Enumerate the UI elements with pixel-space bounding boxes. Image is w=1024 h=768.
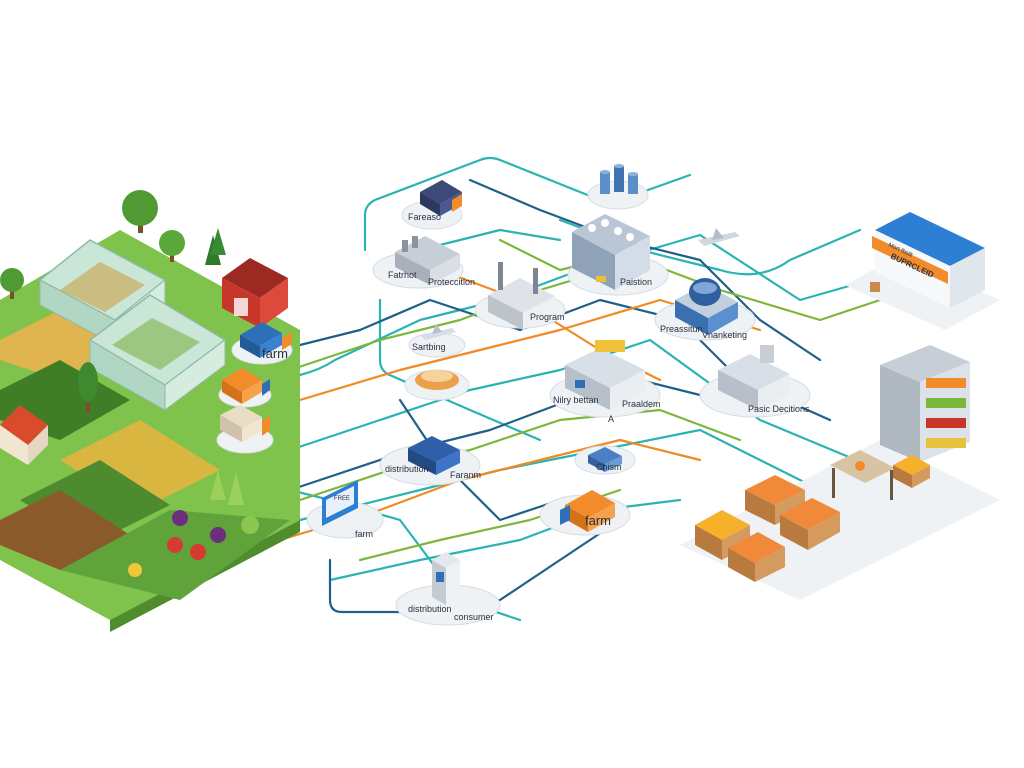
label-nilry-bettan: Nilry bettan <box>553 395 599 405</box>
crop-field-yellow <box>60 420 220 510</box>
label-vnanketing: Vnanketing <box>702 330 747 340</box>
route-navy-2 <box>468 178 822 362</box>
truck-icon <box>240 322 292 358</box>
tree-icon <box>159 230 185 262</box>
label-fareaso: Fareaso <box>408 212 441 222</box>
label-distribution-bottom: distribution <box>408 604 452 614</box>
label-distribution-mid: distribution <box>385 464 429 474</box>
route-green-2 <box>298 408 742 502</box>
label-faranm: Faranm <box>450 470 481 480</box>
airplane-icon <box>420 324 456 340</box>
label-preassitun: Preassitun <box>660 324 703 334</box>
route-teal-9 <box>418 228 562 252</box>
warehouse-icon <box>718 345 790 410</box>
label-consumer: consumer <box>454 612 494 622</box>
label-praaldem: Praaldem <box>622 399 661 409</box>
food-bowl-icon <box>415 370 459 390</box>
route-navy-1 <box>138 298 832 422</box>
warehouse-icon <box>395 236 460 285</box>
factory-icon <box>488 262 555 330</box>
corn-icon <box>128 563 142 577</box>
billboard-text: FREE <box>334 496 350 502</box>
node-labels: farm Fareaso Fatrhot Proteccitlon Progra… <box>262 212 810 622</box>
route-teal-4 <box>298 428 842 522</box>
truck-icon <box>408 436 460 475</box>
dome-building-icon <box>675 278 738 335</box>
label-farm-bottom: farm <box>355 529 373 539</box>
route-teal-3 <box>258 338 882 472</box>
farmhouse-icon <box>0 405 48 465</box>
truck-icon <box>222 368 270 404</box>
tree-icon <box>78 362 98 413</box>
warehouse-icon <box>565 340 645 410</box>
label-fatrhot: Fatrhot <box>388 270 417 280</box>
processing-unit-icon <box>588 447 622 472</box>
silo-icon <box>600 164 638 194</box>
tree-icon <box>122 190 158 233</box>
bench-icon <box>870 282 880 292</box>
leek-icon <box>228 472 244 505</box>
label-program: Program <box>530 312 565 322</box>
label-chism: Chism <box>596 462 622 472</box>
label-paistion: Paistion <box>620 277 652 287</box>
produce-shelf-icon <box>880 345 970 462</box>
label-sartbing: Sartbing <box>412 342 446 352</box>
truck-icon <box>220 405 270 442</box>
vending-kiosk-icon <box>432 552 460 605</box>
route-navy-5 <box>398 398 562 522</box>
airplane-icon <box>698 228 740 246</box>
tomato-icon <box>167 537 183 553</box>
crate-icon <box>728 532 785 582</box>
truck-icon <box>420 180 462 216</box>
label-farm-big: farm <box>585 513 611 528</box>
tree-icon <box>205 228 226 265</box>
billboard-icon: FREE <box>322 480 358 526</box>
label-pasic-decitions: Pasic Decitions <box>748 404 810 414</box>
dining-table-icon <box>830 450 895 500</box>
route-teal-7 <box>558 218 862 276</box>
tomato-icon <box>190 544 206 560</box>
label-proteccitlon: Proteccitlon <box>428 277 475 287</box>
tree-icon <box>0 268 24 299</box>
crop-field-veg <box>60 510 290 600</box>
store-icon: Mort fbsllt BUPRCLEID <box>845 212 1000 330</box>
greenhouse-icon <box>88 294 227 411</box>
barn-icon <box>222 258 288 328</box>
cabbage-icon <box>241 516 259 534</box>
market-area <box>680 345 1000 600</box>
route-teal-6 <box>378 298 542 442</box>
farmland-region <box>0 190 300 632</box>
label-a: A <box>608 414 614 424</box>
eggplant-icon <box>210 527 226 543</box>
eggplant-icon <box>172 510 188 526</box>
crate-icon <box>893 455 930 488</box>
label-farm-top: farm <box>262 346 288 361</box>
leek-icon <box>210 470 226 500</box>
truck-icon <box>560 490 615 532</box>
crate-icon <box>780 498 840 550</box>
processing-plant-icon <box>572 214 650 290</box>
